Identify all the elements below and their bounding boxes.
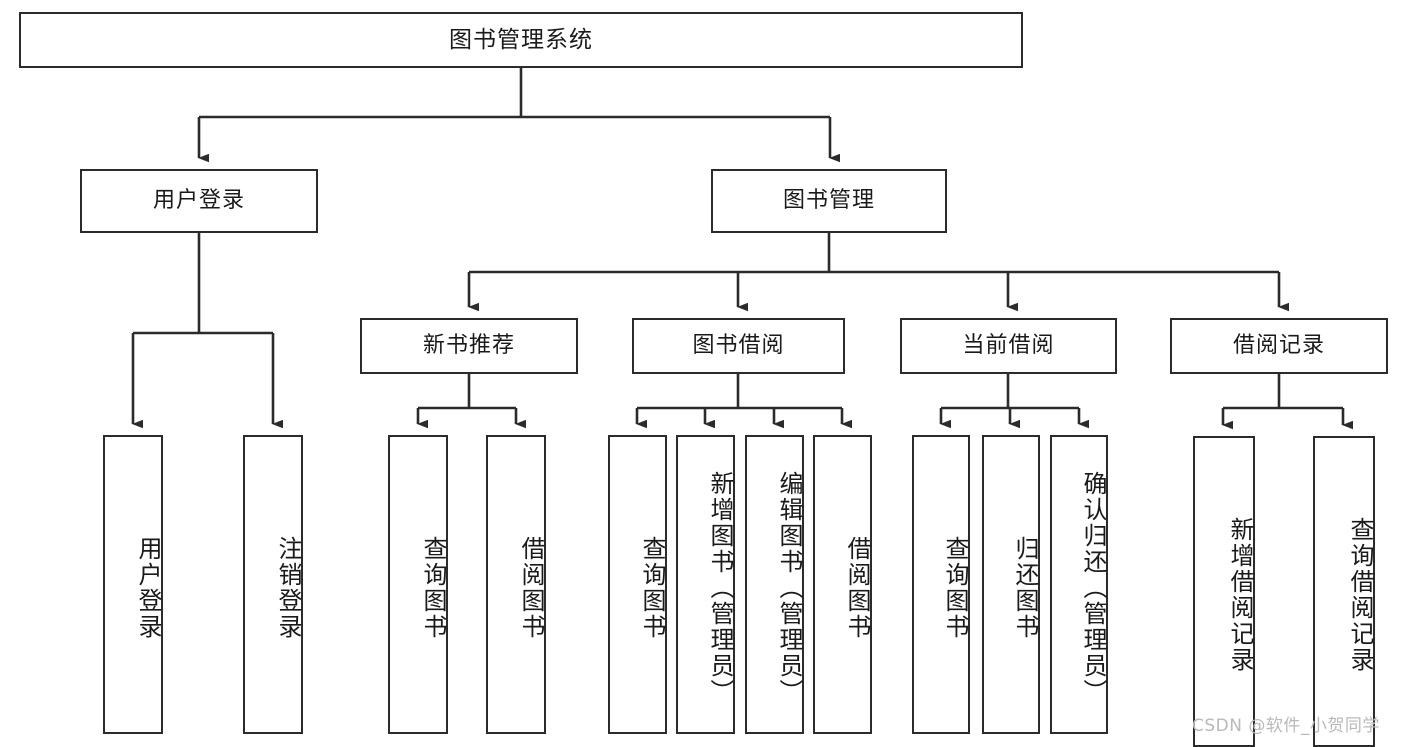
leaf-user-login-signout[interactable]: 注销登录 bbox=[243, 435, 303, 734]
leaf-current-borrow-return-books[interactable]: 归还图书 bbox=[982, 435, 1040, 734]
leaf-current-borrow-confirm-return-admin[interactable]: 确认归还（管理员） bbox=[1050, 435, 1108, 734]
leaf-book-borrow-borrow-books[interactable]: 借阅图书 bbox=[813, 435, 872, 734]
csdn-watermark: CSDN @软件_小贺同学 bbox=[1192, 716, 1380, 736]
leaf-current-borrow-query-books[interactable]: 查询图书 bbox=[912, 435, 970, 734]
leaf-new-book-borrow-books[interactable]: 借阅图书 bbox=[486, 435, 546, 734]
leaf-book-borrow-edit-book-admin[interactable]: 编辑图书（管理员） bbox=[745, 435, 804, 734]
node-root-book-management-system[interactable]: 图书管理系统 bbox=[19, 12, 1023, 68]
node-current-borrow[interactable]: 当前借阅 bbox=[900, 318, 1117, 374]
node-borrow-record[interactable]: 借阅记录 bbox=[1170, 318, 1388, 374]
leaf-borrow-record-add-record[interactable]: 新增借阅记录 bbox=[1193, 436, 1255, 747]
node-book-borrow[interactable]: 图书借阅 bbox=[632, 318, 845, 374]
node-book-management[interactable]: 图书管理 bbox=[711, 169, 947, 233]
leaf-book-borrow-query-books[interactable]: 查询图书 bbox=[608, 435, 667, 734]
leaf-user-login-signin[interactable]: 用户登录 bbox=[103, 435, 163, 734]
node-new-book-recommend[interactable]: 新书推荐 bbox=[360, 318, 578, 374]
leaf-book-borrow-add-book-admin[interactable]: 新增图书（管理员） bbox=[676, 435, 735, 734]
leaf-new-book-query-books[interactable]: 查询图书 bbox=[388, 435, 448, 734]
node-user-login[interactable]: 用户登录 bbox=[80, 169, 318, 233]
leaf-borrow-record-query-record[interactable]: 查询借阅记录 bbox=[1313, 436, 1375, 747]
